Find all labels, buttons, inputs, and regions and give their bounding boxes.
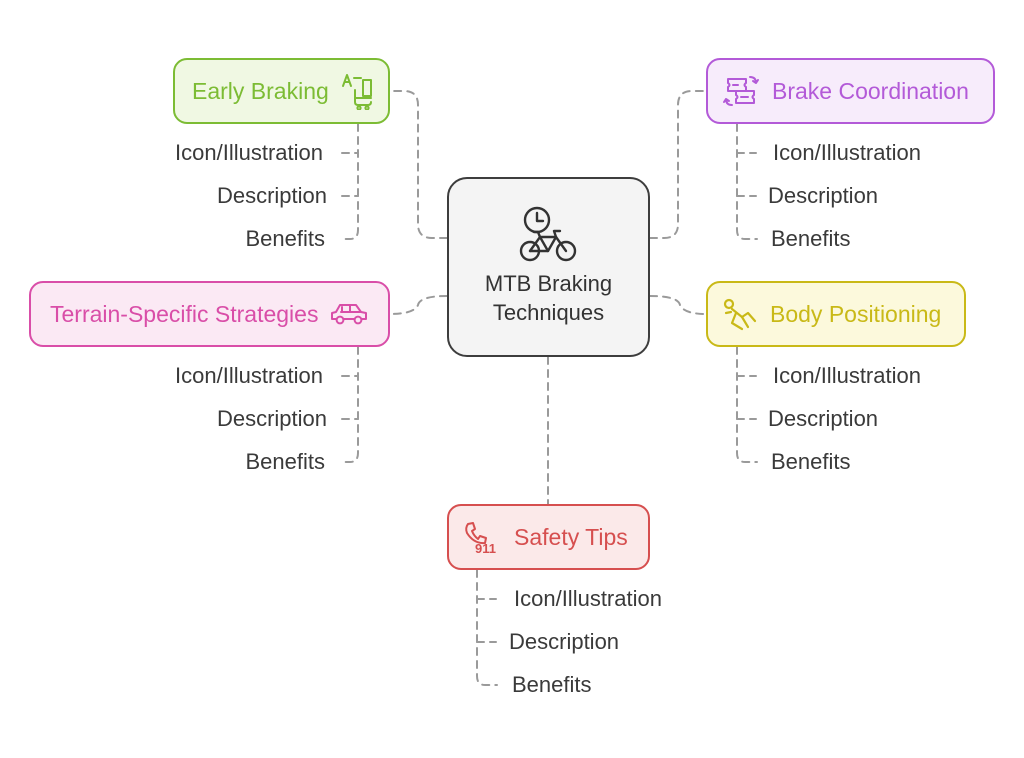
center-title-line2: Techniques: [492, 300, 605, 325]
phone-911-icon-text: 911: [475, 541, 496, 554]
early-braking-item-2: Description: [216, 183, 327, 208]
safety-tips-item-1: Icon/Illustration: [514, 586, 662, 611]
ab-test-icon: [341, 74, 372, 110]
node-safety-tips: 911 Safety Tips: [447, 504, 650, 570]
brake-coordination-item-3: Benefits: [771, 226, 851, 251]
connector-center-body-positioning: [649, 295, 707, 315]
tickets-arrows-icon: [723, 76, 759, 106]
connector-early-braking-items: [339, 123, 359, 240]
connector-center-brake-coordination: [649, 90, 707, 239]
connector-center-terrain: [389, 295, 448, 315]
center-title-line1: MTB Braking: [484, 271, 613, 296]
node-early-braking: Early Braking: [173, 58, 390, 124]
connector-brake-coordination-items: [736, 123, 758, 240]
node-body-positioning-label: Body Positioning: [770, 300, 942, 327]
brake-coordination-item-2: Description: [768, 183, 879, 208]
node-terrain-strategies-label: Terrain-Specific Strategies: [50, 300, 319, 327]
node-brake-coordination-label: Brake Coordination: [772, 77, 969, 104]
node-early-braking-label: Early Braking: [192, 77, 329, 104]
bicycle-clock-icon: [519, 206, 576, 262]
node-safety-tips-label: Safety Tips: [514, 523, 628, 550]
body-slide-icon: [723, 298, 757, 331]
body-positioning-item-2: Description: [768, 406, 879, 431]
brake-coordination-item-1: Icon/Illustration: [773, 140, 921, 165]
terrain-strategies-item-3: Benefits: [245, 449, 326, 474]
suv-car-icon: [331, 304, 368, 325]
center-node: MTB Braking Techniques: [447, 177, 650, 357]
connector-body-positioning-items: [736, 346, 758, 463]
node-body-positioning: Body Positioning: [706, 281, 966, 347]
safety-tips-item-3: Benefits: [512, 672, 592, 697]
body-positioning-item-1: Icon/Illustration: [773, 363, 921, 388]
terrain-strategies-item-1: Icon/Illustration: [175, 363, 323, 388]
early-braking-item-1: Icon/Illustration: [175, 140, 323, 165]
connector-terrain-items: [339, 346, 359, 463]
node-brake-coordination: Brake Coordination: [706, 58, 995, 124]
early-braking-item-3: Benefits: [245, 226, 326, 251]
safety-tips-item-2: Description: [509, 629, 620, 654]
terrain-strategies-item-2: Description: [216, 406, 327, 431]
connector-safety-tips-items: [476, 569, 498, 686]
connector-center-early-braking: [389, 90, 448, 239]
phone-911-icon: 911: [465, 522, 496, 554]
node-terrain-strategies: Terrain-Specific Strategies: [29, 281, 390, 347]
body-positioning-item-3: Benefits: [771, 449, 851, 474]
